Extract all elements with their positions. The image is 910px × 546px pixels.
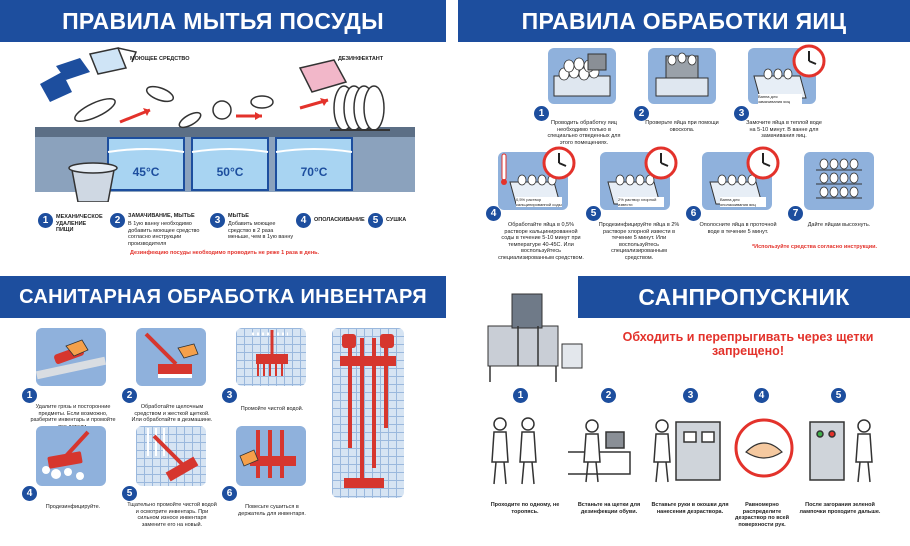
dish-step-number: 2 [110,213,125,228]
checkpoint-warning: Обходить и перепрыгивать через щетки зап… [622,330,874,358]
checkpoint-steps-illustration [491,417,873,485]
checkpoint-step-text: Вставьте руки в окошки для нанесения дез… [651,502,729,515]
inventory-step-text: Повесьте сушиться в держатель для инвент… [238,504,306,517]
egg-step-7-image [804,152,874,210]
inventory-step-text: Обработайте щелочным средством и жесткой… [131,404,213,423]
inventory-step-6-image [236,426,306,486]
inventory-step-text: Продезинфицируйте. [45,504,101,510]
dish-washing-title: ПРАВИЛА МЫТЬЯ ПОСУДЫ [0,0,446,42]
egg-step-text: Замочите яйца в теплой воде на 5-10 мину… [746,120,822,139]
dish-step-title: ЗАМАЧИВАНИЕ, МЫТЬЕ [128,213,195,219]
dish-washing-panel: ПРАВИЛА МЫТЬЯ ПОСУДЫ [0,0,446,270]
egg-note: *Используйте средства согласно инструкци… [752,244,878,250]
inventory-panel: САНИТАРНАЯ ОБРАБОТКА ИНВЕНТАРЯ 1 Удалите… [0,276,446,546]
inventory-step-number: 5 [122,486,137,501]
inventory-rack-image [332,328,404,498]
inventory-step-3-image [236,328,306,386]
checkpoint-step-number: 4 [754,388,769,403]
dish-step-title: МЫТЬЕ [228,213,249,219]
checkpoint-step-text: Равномерно распределите дезраствор по вс… [735,502,789,528]
inventory-step-number: 4 [22,486,37,501]
detergent-label: МОЮЩЕЕ СРЕДСТВО [130,56,190,62]
dish-step-number: 5 [368,213,383,228]
inventory-step-1-image [36,328,106,386]
sink-illustration [35,47,415,202]
temp-tub-2: 50°C [216,165,244,179]
inventory-step-2-image [136,328,206,386]
checkpoint-step-text: Встаньте на щетки для дезинфекции обуви. [577,502,641,515]
inventory-step-number: 6 [222,486,237,501]
clock-icon [746,146,780,180]
clock-icon [644,146,678,180]
checkpoint-step-number: 3 [683,388,698,403]
dish-step-number: 1 [38,213,53,228]
egg-step-number: 3 [734,106,749,121]
egg-step-number: 4 [486,206,501,221]
dish-step-text: Добавить моющее средство в 2 раза меньше… [228,221,294,240]
egg-step-1-image [548,48,616,104]
dish-step-text: В 1ую ванну необходимо добавить моющее с… [128,221,200,247]
dish-step-number: 3 [210,213,225,228]
clock-icon [792,44,826,78]
dish-step-title: МЕХАНИЧЕСКОЕ УДАЛЕНИЕ ПИЩИ [56,214,103,233]
dish-note: Дезинфекцию посуды необходимо проводить … [130,250,320,256]
tub-label-rinse: Ванна для ополаскивания яиц [720,197,766,207]
egg-step-number: 7 [788,206,803,221]
checkpoint-machine-illustration [487,293,583,382]
egg-processing-title: ПРАВИЛА ОБРАБОТКИ ЯИЦ [458,0,910,42]
inventory-step-number: 3 [222,388,237,403]
tub-label-soda: 0,5% раствор кальцинированной соды [516,197,562,207]
checkpoint-step-number: 1 [513,388,528,403]
checkpoint-step-text: Проходите по одному, не торопясь. [490,502,560,515]
egg-step-text: Обработайте яйца в 0,5% растворе кальцин… [498,222,584,261]
checkpoint-step-text: После загорания зеленой лампочки проходи… [799,502,881,515]
temp-tub-1: 45°C [132,165,160,179]
egg-step-text: Продезинфицируйте яйца в 2% растворе хло… [598,222,680,261]
inventory-step-number: 2 [122,388,137,403]
egg-processing-panel: ПРАВИЛА ОБРАБОТКИ ЯИЦ [458,0,910,270]
tub-label-chlorine: 2% раствор хлорной извести [618,197,664,207]
egg-step-text: Проверьте яйца при помощи овоскопа. [645,120,719,133]
inventory-step-5-image [136,426,206,486]
checkpoint-panel: САНПРОПУСКНИК Обходить и перепрыгивать ч… [458,276,910,546]
temp-tub-3: 70°C [300,165,328,179]
inventory-step-text: Тщательно промойте чистой водой и осмотр… [127,502,217,528]
inventory-step-text: Промойте чистой водой. [240,406,304,412]
egg-step-number: 1 [534,106,549,121]
egg-step-text: Дайте яйцам высохнуть. [807,222,871,228]
egg-step-text: Проводить обработку яиц необходимо тольк… [547,120,621,146]
inventory-step-4-image [36,426,106,486]
inventory-step-number: 1 [22,388,37,403]
dish-step-title: СУШКА [386,217,407,223]
tub-label-soak: Ванна для замачивания яиц [758,94,802,104]
checkpoint-step-number: 5 [831,388,846,403]
dish-step-title: ОПОЛАСКИВАНИЕ [314,217,365,223]
dish-step-number: 4 [296,213,311,228]
egg-step-number: 6 [686,206,701,221]
egg-step-text: Ополосните яйца в проточной воде в течен… [699,222,777,235]
egg-step-number: 5 [586,206,601,221]
clock-icon [542,146,576,180]
checkpoint-step-number: 2 [601,388,616,403]
egg-step-2-image [648,48,716,104]
disinfectant-label: ДЕЗИНФЕКТАНТ [338,56,384,62]
egg-step-number: 2 [634,106,649,121]
inventory-title: САНИТАРНАЯ ОБРАБОТКА ИНВЕНТАРЯ [0,276,446,318]
checkpoint-title: САНПРОПУСКНИК [578,276,910,318]
